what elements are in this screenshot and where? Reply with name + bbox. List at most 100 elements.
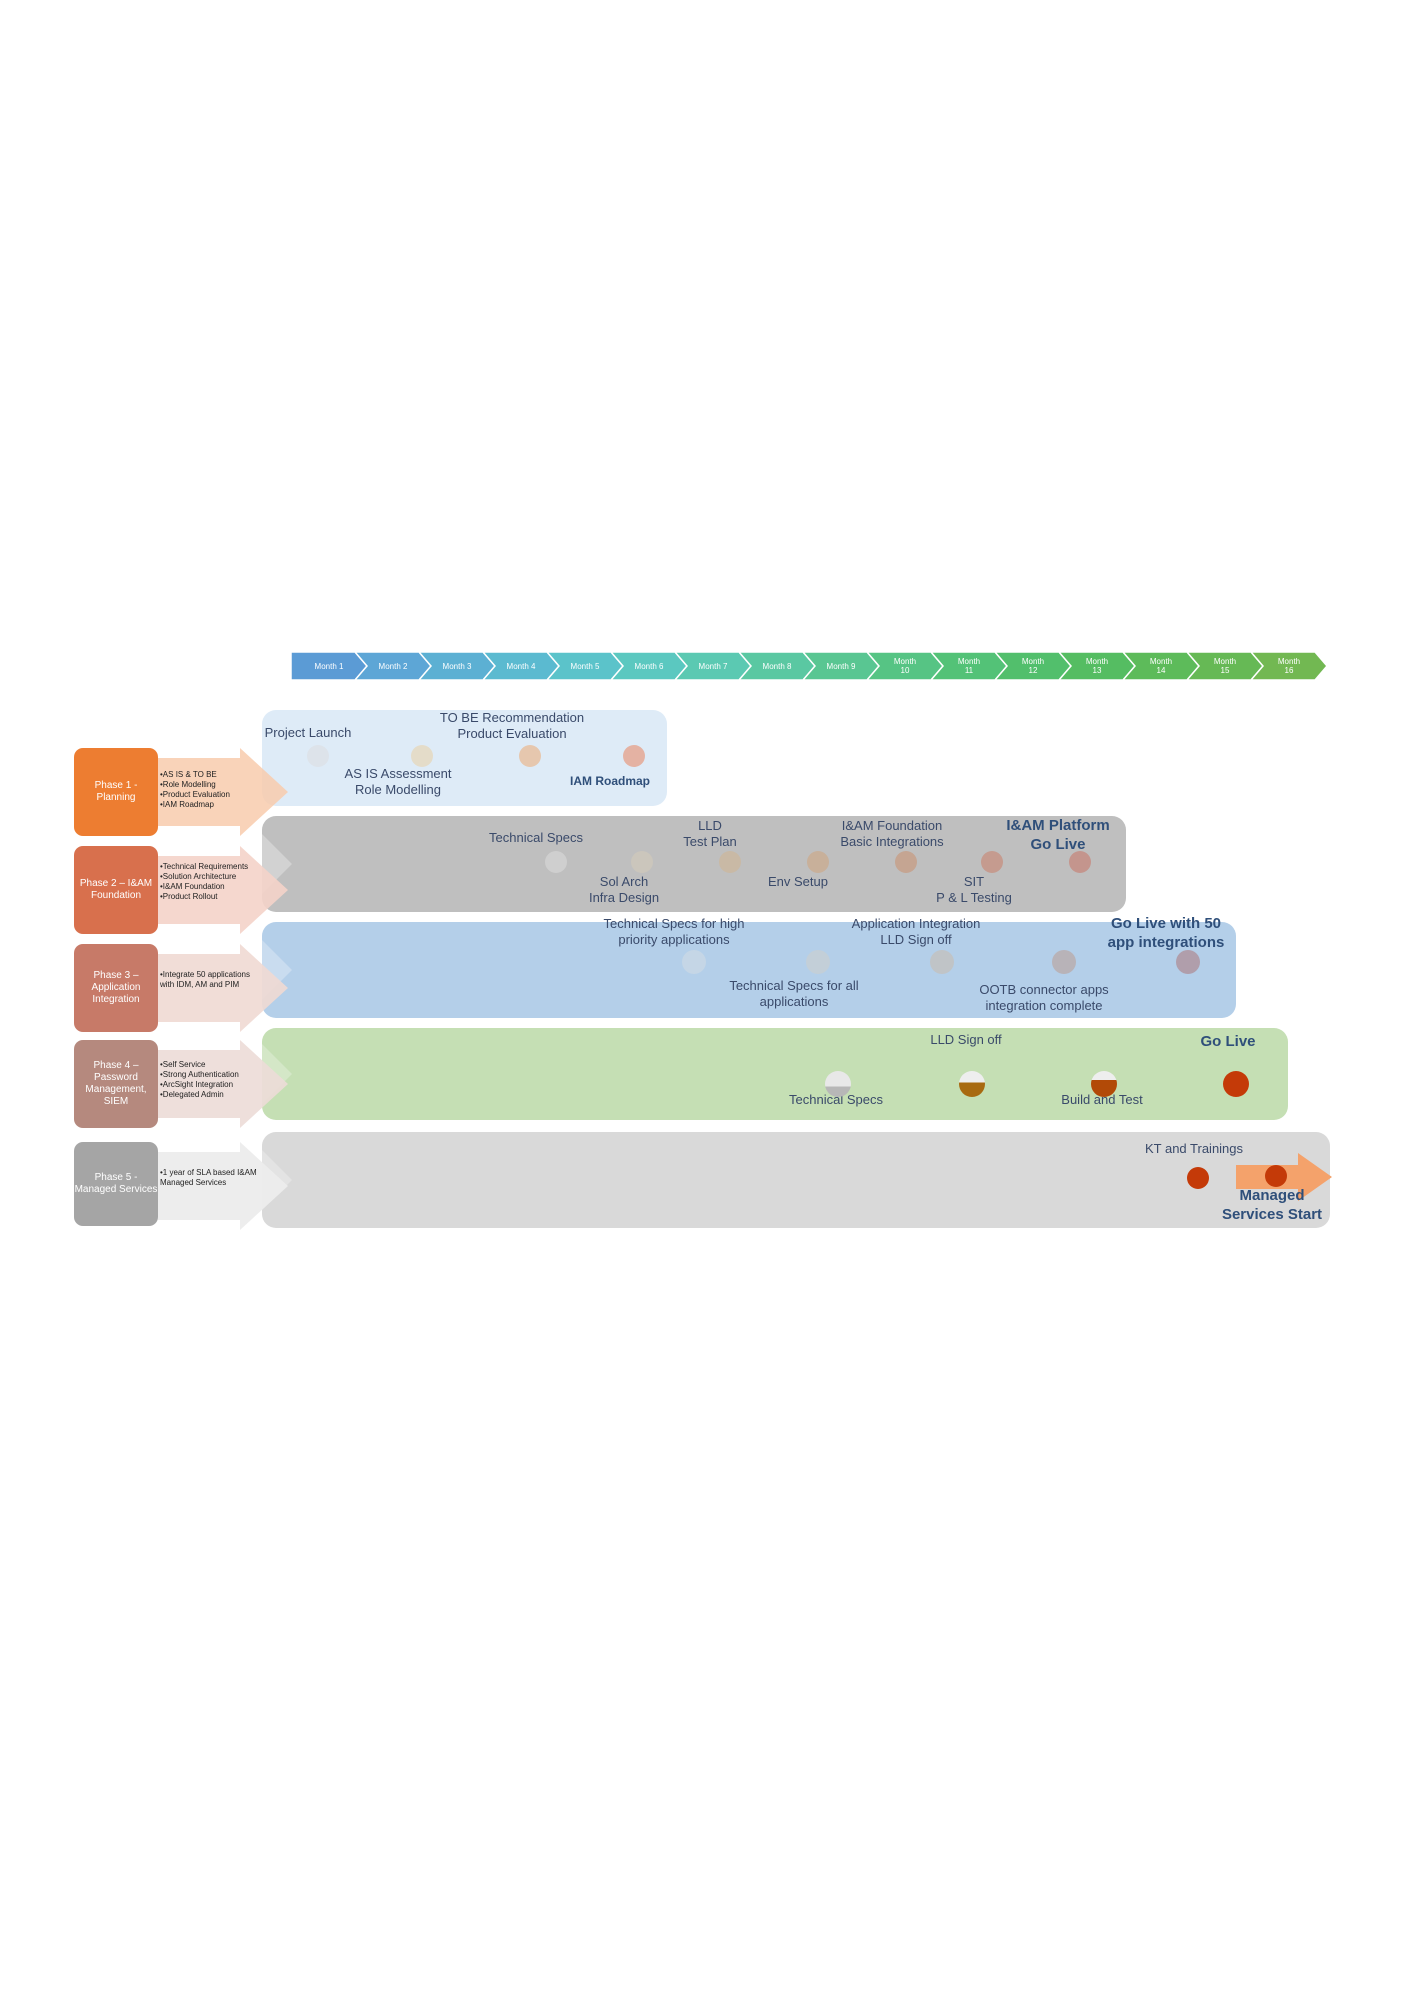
month-chevron [355,652,431,680]
phase2-label: Phase 2 – I&AM Foundation [74,846,158,934]
bullet: •AS IS & TO BE [160,770,217,779]
month-label: Month 2 [378,661,408,671]
milestone-label: Project Launch [264,725,352,740]
milestone-dot [411,745,433,767]
phase5-arrow [158,1142,288,1230]
milestone-label: Go Live [1200,1033,1256,1050]
milestone-dot [623,745,645,767]
month-label: Month 7 [698,661,728,671]
milestone-label: IAM Roadmap [569,774,651,788]
milestone-dot [519,745,541,767]
milestone-dot [682,950,706,974]
milestone-label: Technical Specs for all applications [729,978,859,1009]
month-chevron [867,652,943,680]
bullet: •Technical Requirements [160,862,249,871]
milestone-label: Technical Specs [789,1092,883,1107]
milestone-label: Env Setup [768,874,828,889]
milestone-dot [895,851,917,873]
milestone-label: Build and Test [1061,1092,1143,1107]
month-chevron [483,652,559,680]
bullet: •Solution Architecture [160,872,237,881]
milestone-label: Go Live with 50 app integrations [1107,915,1225,951]
month-chevron [803,652,879,680]
phase1-label: Phase 1 - Planning [74,748,158,836]
milestone-dot [930,950,954,974]
milestone-dot [631,851,653,873]
phase5-band [262,1132,1330,1228]
phase3-bullets: •Integrate 50 applications with IDM, AM … [160,970,260,990]
month-chevron [1059,652,1135,680]
milestone-label: SIT P & L Testing [936,874,1012,905]
month-chevron [1187,652,1263,680]
month-chevron [547,652,623,680]
bullet: •1 year of SLA based I&AM Managed Servic… [160,1168,257,1187]
milestone-label: TO BE Recommendation Product Evaluation [439,710,585,741]
month-label: Month 6 [634,661,664,671]
milestone-label: KT and Trainings [1144,1141,1244,1156]
milestone-dot [1176,950,1200,974]
month-chevron [1123,652,1199,680]
phase1-bullets: •AS IS & TO BE •Role Modelling •Product … [160,770,260,810]
bullet: •Product Rollout [160,892,218,901]
phase2-bullets: •Technical Requirements •Solution Archit… [160,862,260,902]
milestone-dot [1265,1165,1287,1187]
milestone-label: I&AM Platform Go Live [1006,817,1110,853]
milestone-dot [1091,1071,1117,1097]
month-label: Month 9 [826,661,856,671]
milestone-label: Technical Specs for high priority applic… [603,916,745,947]
month-chevron [611,652,687,680]
milestone-label: Technical Specs [489,830,583,845]
month-label: Month 4 [506,661,536,671]
bullet: •ArcSight Integration [160,1080,234,1089]
milestone-label: Managed Services Start [1221,1187,1323,1223]
month-label: Month 1 [314,661,344,671]
milestone-label: LLD Sign off [930,1032,1002,1047]
milestone-dot [959,1071,985,1097]
phase4-bullets: •Self Service •Strong Authentication •Ar… [160,1060,260,1100]
bullet: •Strong Authentication [160,1070,239,1079]
month-label: Month 3 [442,661,472,671]
milestone-dot [719,851,741,873]
bullet: •Role Modelling [160,780,216,789]
milestone-dot [307,745,329,767]
milestone-dot [1069,851,1091,873]
phase3-band [262,922,1236,1018]
month-chevron [739,652,815,680]
phase2-arrow [158,846,288,934]
month-chevron [1251,652,1327,680]
milestone-dot [806,950,830,974]
milestone-label: AS IS Assessment Role Modelling [344,766,452,797]
milestone-dot [807,851,829,873]
milestone-label: I&AM Foundation Basic Integrations [840,818,944,849]
phase4-label: Phase 4 – Password Management, SIEM [74,1040,158,1128]
month-chevron [995,652,1071,680]
milestone-dot [1052,950,1076,974]
bullet: •Self Service [160,1060,206,1069]
phase4-band [262,1028,1288,1120]
milestone-dot [825,1071,851,1097]
month-chevron [419,652,495,680]
milestone-label: LLD Test Plan [683,818,737,849]
phase4-arrow [158,1040,288,1128]
milestone-dot [1187,1167,1209,1189]
phase5-label: Phase 5 - Managed Services [74,1142,158,1226]
bullet: •I&AM Foundation [160,882,225,891]
month-chevron [675,652,751,680]
milestone-dot [545,851,567,873]
phase1-arrow [158,748,288,836]
bullet: •IAM Roadmap [160,800,214,809]
milestone-dot [981,851,1003,873]
month-label: Month 5 [570,661,600,671]
bullet: •Product Evaluation [160,790,230,799]
milestone-label: OOTB connector apps integration complete [979,982,1109,1013]
bullet: •Delegated Admin [160,1090,224,1099]
milestone-label: Application Integration LLD Sign off [851,916,981,947]
month-chevron [931,652,1007,680]
